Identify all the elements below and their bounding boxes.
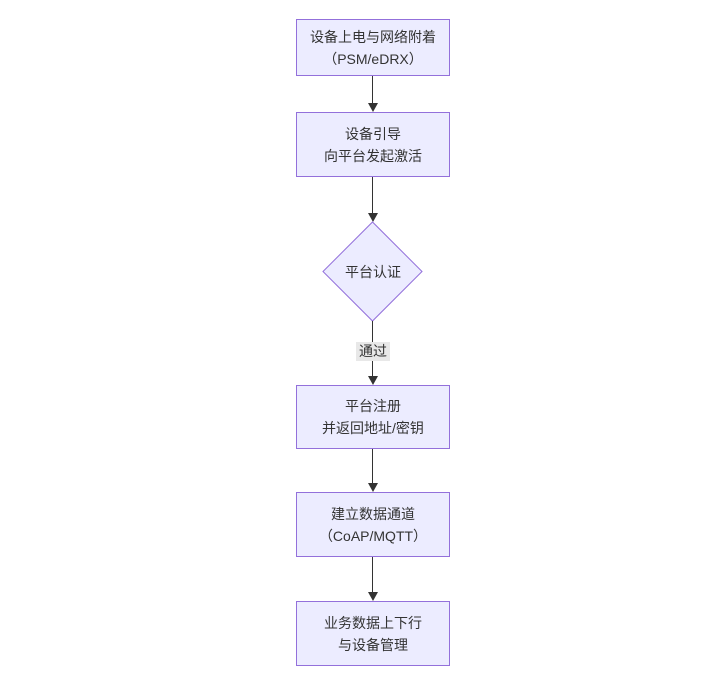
node-data-channel: 建立数据通道 （CoAP/MQTT） [296,492,450,557]
decision-platform-auth-label: 平台认证 [345,264,401,280]
arrowhead-icon [368,376,378,385]
node-data-channel-line1: 建立数据通道 [331,505,415,522]
node-business-data-line2: 与设备管理 [338,636,408,653]
node-bootstrap: 设备引导 向平台发起激活 [296,112,450,177]
edge-line-1 [372,76,373,103]
node-bootstrap-line1: 设备引导 [345,125,401,142]
node-power-attach: 设备上电与网络附着 （PSM/eDRX） [296,19,450,76]
node-business-data: 业务数据上下行 与设备管理 [296,601,450,666]
node-power-attach-line1: 设备上电与网络附着 [310,28,436,45]
arrowhead-icon [368,213,378,222]
arrowhead-icon [368,483,378,492]
node-business-data-line1: 业务数据上下行 [324,614,422,631]
node-data-channel-line2: （CoAP/MQTT） [318,527,428,544]
edge-line-4 [372,449,373,483]
node-power-attach-line2: （PSM/eDRX） [323,50,423,67]
node-register-line1: 平台注册 [345,398,401,414]
edge-label-pass: 通过 [356,342,390,361]
node-register: 平台注册 并返回地址/密钥 [296,385,450,449]
arrowhead-icon [368,592,378,601]
edge-line-2 [372,177,373,213]
decision-platform-auth: 平台认证 [322,221,424,322]
node-register-line2: 并返回地址/密钥 [322,420,424,436]
node-bootstrap-line2: 向平台发起激活 [324,147,422,164]
arrowhead-icon [368,103,378,112]
edge-line-5 [372,557,373,592]
